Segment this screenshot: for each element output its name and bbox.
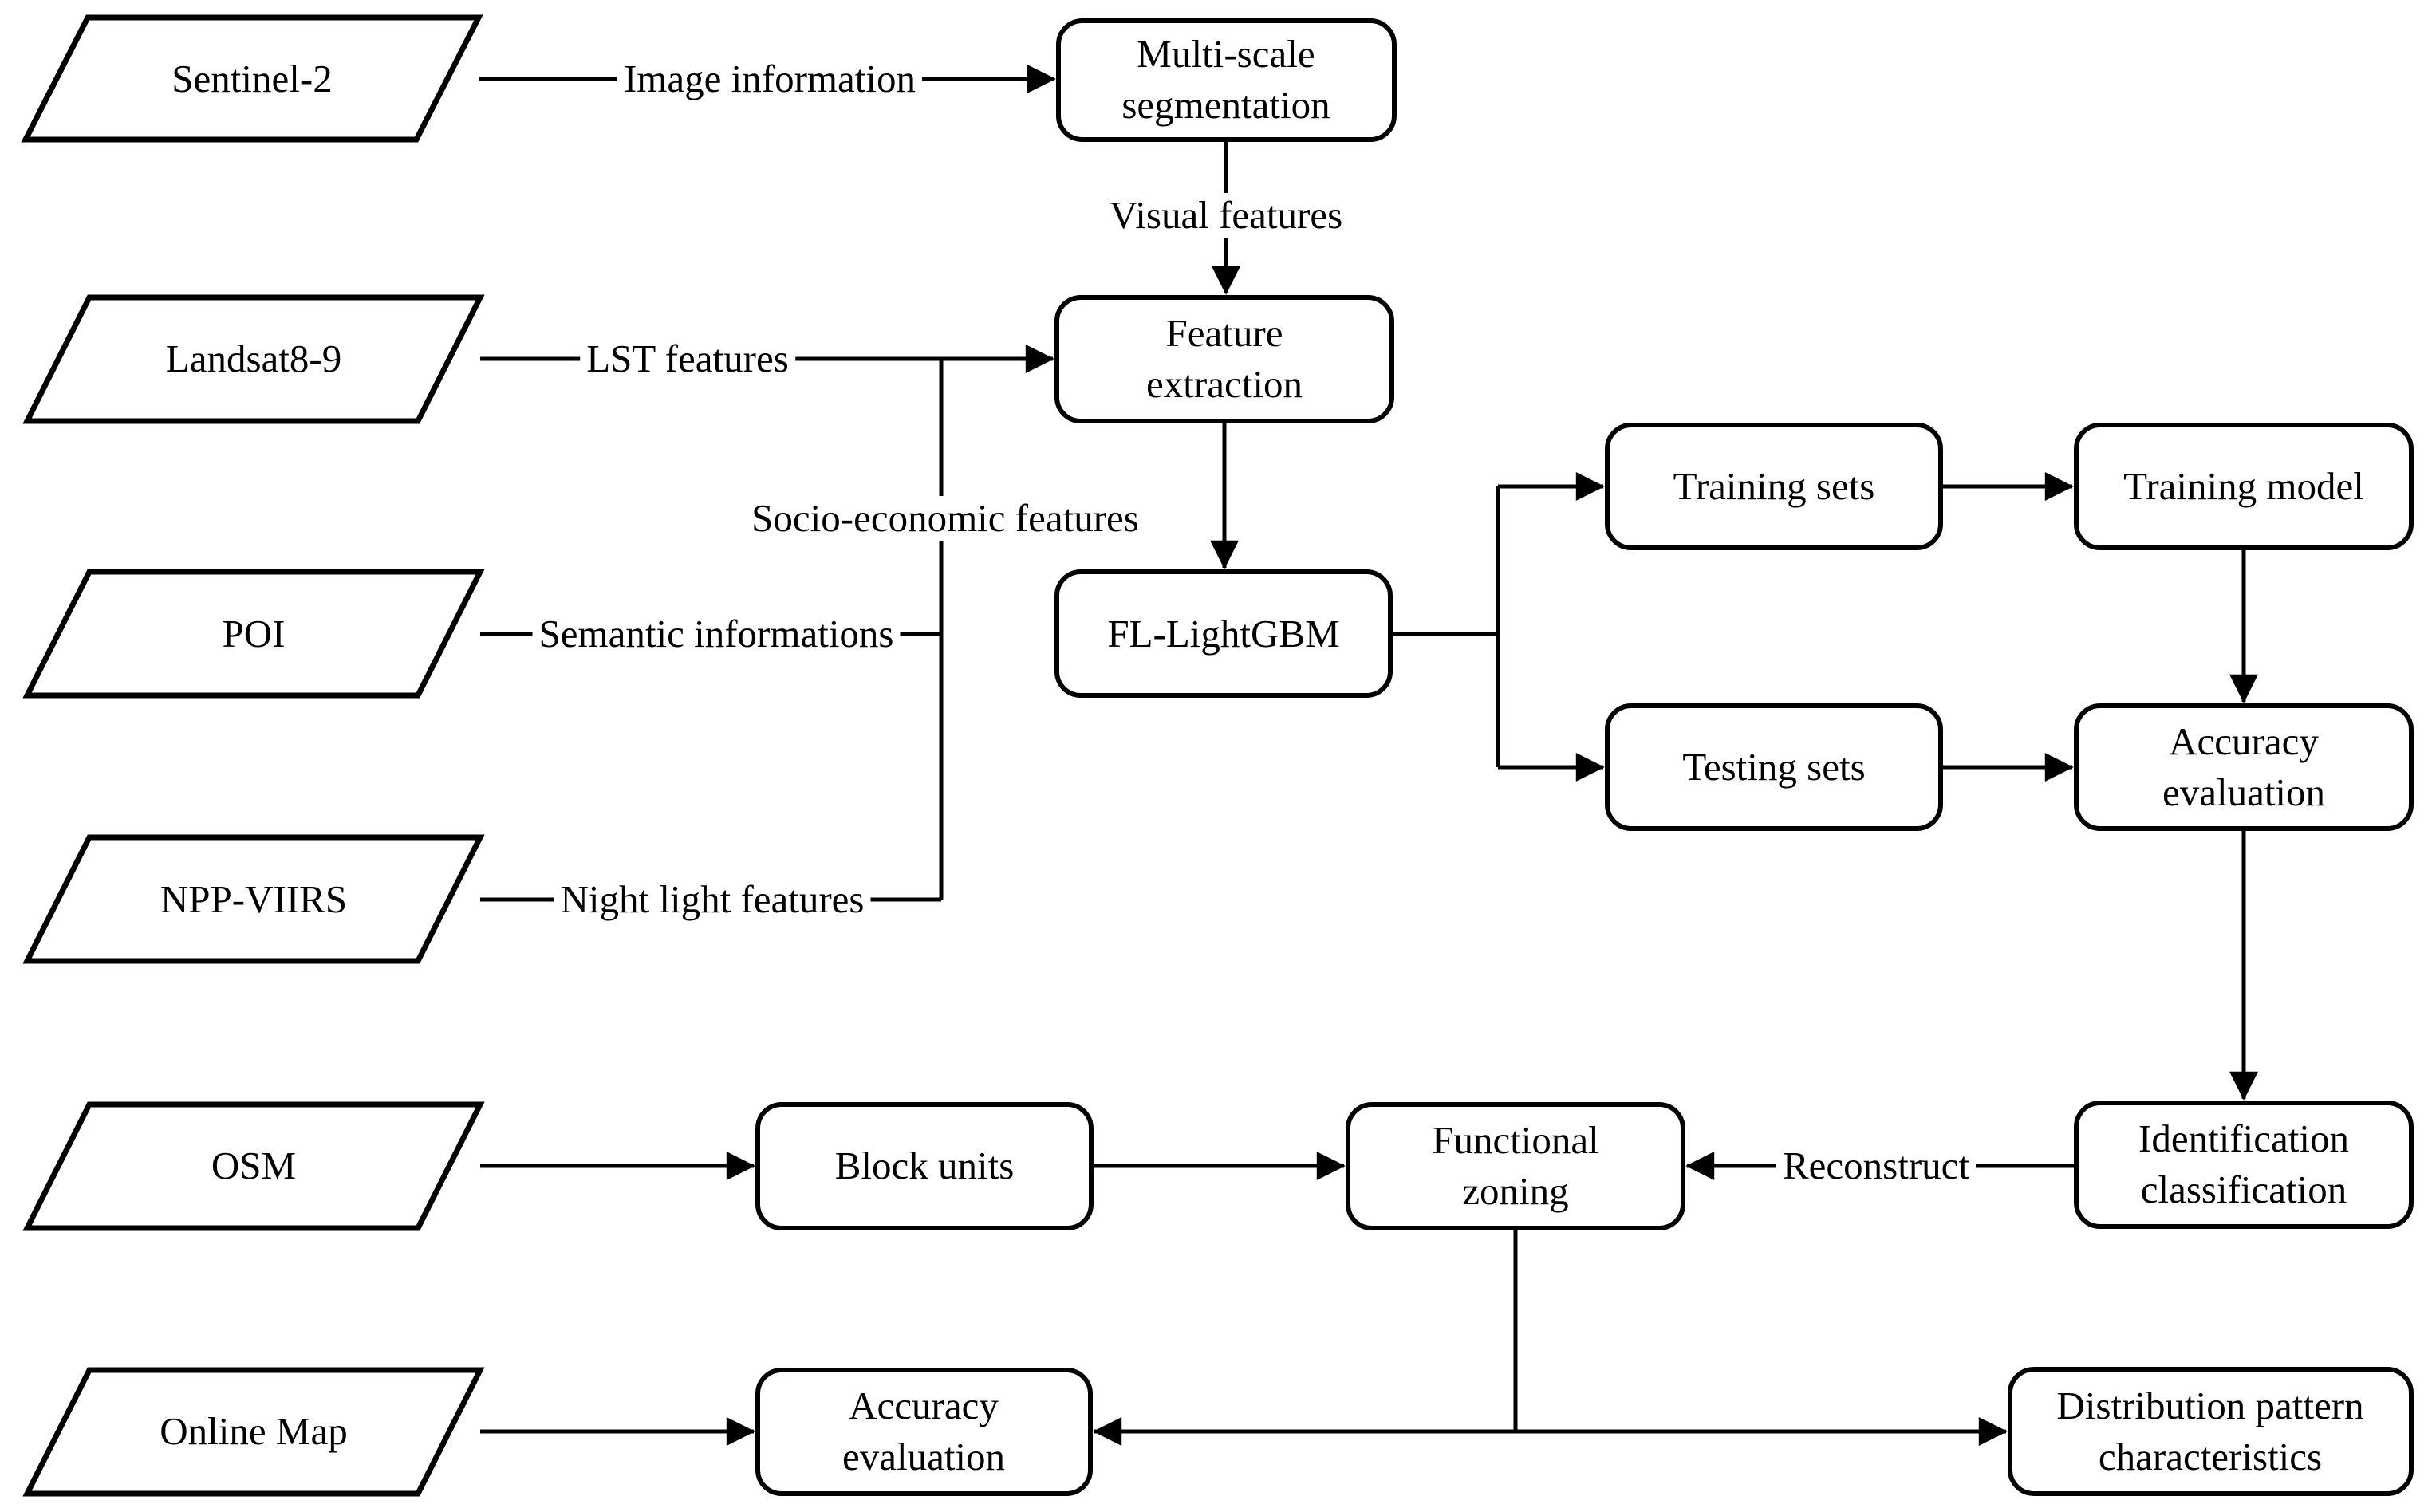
box-accuracy-evaluation-1 bbox=[2074, 703, 2414, 831]
parallelogram-poi bbox=[22, 569, 485, 699]
node-testing-sets-label-line1: Testing sets bbox=[1682, 745, 1866, 789]
box-multi-scale-segmentation bbox=[1056, 18, 1397, 142]
edge-label-socio-economic-features: Socio-economic features bbox=[745, 496, 1145, 541]
node-distribution-pattern-label: Distribution pattern characteristics bbox=[2056, 1380, 2363, 1482]
node-training-sets-label: Training sets bbox=[1673, 461, 1875, 512]
node-identification-classification-label: Identification classification bbox=[2138, 1113, 2349, 1215]
box-distribution-pattern bbox=[2008, 1367, 2414, 1496]
node-training-model-label-line1: Training model bbox=[2123, 464, 2364, 508]
box-block-units bbox=[755, 1102, 1094, 1230]
node-poi-label-line1: POI bbox=[222, 612, 286, 656]
edge-label-reconstruct: Reconstruct bbox=[1776, 1144, 1977, 1188]
node-poi-label: POI bbox=[223, 608, 286, 660]
node-osm-label-line1: OSM bbox=[211, 1144, 297, 1187]
node-npp-viirs-label: NPP-VIIRS bbox=[160, 874, 347, 925]
node-accuracy-evaluation-1-label-line2: evaluation bbox=[2162, 770, 2326, 814]
box-feature-extraction bbox=[1054, 295, 1394, 423]
node-feature-extraction-label: Feature extraction bbox=[1146, 308, 1303, 410]
edge-label-night-light-features: Night light features bbox=[554, 877, 871, 922]
box-training-model bbox=[2074, 423, 2414, 550]
box-accuracy-evaluation-2 bbox=[755, 1368, 1093, 1496]
box-testing-sets bbox=[1605, 703, 1943, 831]
parallelogram-sentinel-2 bbox=[21, 14, 483, 143]
node-online-map-label: Online Map bbox=[160, 1406, 347, 1457]
parallelogram-osm bbox=[22, 1101, 485, 1231]
node-accuracy-evaluation-2-label-line1: Accuracy bbox=[849, 1384, 999, 1427]
parallelogram-npp-viirs bbox=[22, 834, 485, 964]
node-multi-scale-segmentation-label: Multi-scale segmentation bbox=[1121, 29, 1330, 131]
node-feature-extraction-label-line1: Feature bbox=[1165, 311, 1283, 355]
node-functional-zoning-label-line2: zoning bbox=[1462, 1169, 1569, 1213]
node-training-sets-label-line1: Training sets bbox=[1673, 464, 1875, 508]
node-block-units-label: Block units bbox=[835, 1140, 1015, 1191]
node-accuracy-evaluation-1-label-line1: Accuracy bbox=[2169, 719, 2319, 763]
node-identification-label-line2: classification bbox=[2140, 1167, 2347, 1211]
node-npp-viirs-label-line1: NPP-VIIRS bbox=[160, 877, 348, 921]
node-fl-lightgbm-label: FL-LightGBM bbox=[1107, 608, 1339, 660]
edge-label-semantic-informations: Semantic informations bbox=[532, 612, 901, 656]
node-functional-zoning-label-line1: Functional bbox=[1432, 1118, 1599, 1162]
node-accuracy-evaluation-1-label: Accuracy evaluation bbox=[2162, 716, 2325, 818]
box-fl-lightgbm bbox=[1054, 569, 1393, 698]
box-training-sets bbox=[1605, 423, 1943, 550]
box-identification-classification bbox=[2074, 1101, 2414, 1229]
node-feature-extraction-label-line2: extraction bbox=[1146, 362, 1303, 406]
node-sentinel-2-label-line1: Sentinel-2 bbox=[171, 57, 333, 100]
node-multi-scale-label-line1: Multi-scale bbox=[1137, 32, 1315, 76]
edge-label-lst-features: LST features bbox=[580, 337, 795, 381]
edge-label-image-information: Image information bbox=[617, 57, 923, 101]
edge-label-visual-features: Visual features bbox=[1102, 193, 1350, 238]
node-osm-label: OSM bbox=[211, 1140, 296, 1191]
node-accuracy-evaluation-2-label-line2: evaluation bbox=[842, 1435, 1006, 1479]
node-online-map-label-line1: Online Map bbox=[160, 1409, 348, 1453]
node-distribution-pattern-label-line1: Distribution pattern bbox=[2056, 1384, 2364, 1427]
node-multi-scale-label-line2: segmentation bbox=[1121, 83, 1330, 127]
node-distribution-pattern-label-line2: characteristics bbox=[2098, 1435, 2323, 1479]
box-functional-zoning bbox=[1346, 1102, 1685, 1230]
node-accuracy-evaluation-2-label: Accuracy evaluation bbox=[842, 1380, 1005, 1482]
node-training-model-label: Training model bbox=[2123, 461, 2364, 512]
node-fl-lightgbm-label-line1: FL-LightGBM bbox=[1107, 612, 1340, 656]
node-identification-label-line1: Identification bbox=[2138, 1116, 2349, 1160]
node-landsat8-9-label-line1: Landsat8-9 bbox=[165, 337, 342, 380]
parallelogram-online-map bbox=[22, 1367, 485, 1497]
node-sentinel-2-label: Sentinel-2 bbox=[171, 53, 332, 104]
node-landsat8-9-label: Landsat8-9 bbox=[166, 333, 341, 384]
node-block-units-label-line1: Block units bbox=[834, 1144, 1015, 1187]
node-testing-sets-label: Testing sets bbox=[1682, 742, 1865, 793]
node-functional-zoning-label: Functional zoning bbox=[1432, 1115, 1599, 1217]
parallelogram-landsat8-9 bbox=[22, 294, 485, 424]
